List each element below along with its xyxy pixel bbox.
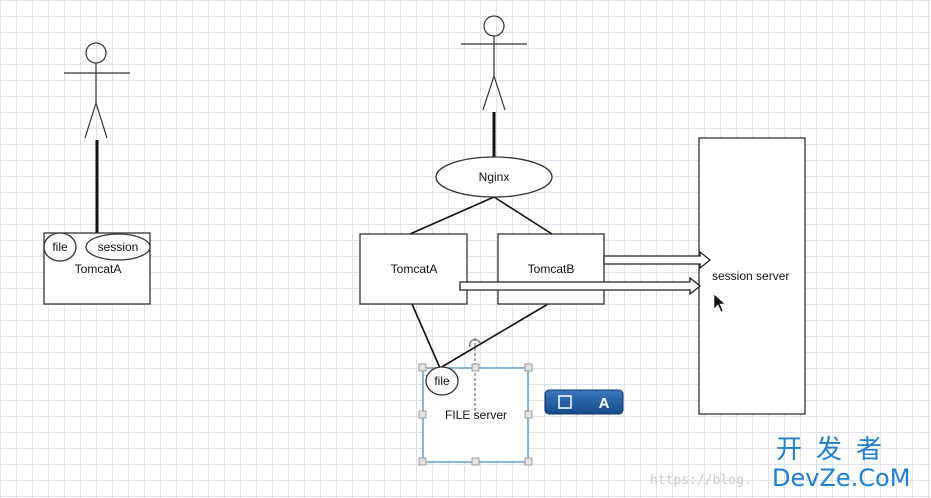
left-tomcat-box[interactable]: file session TomcatA	[43, 232, 151, 305]
resize-handle-bottom-right[interactable]	[524, 457, 533, 466]
watermark-brand-en: DevZe.CoM	[772, 464, 910, 492]
shape-tool-square-icon[interactable]	[558, 395, 572, 409]
file-server-file-ellipse[interactable]	[425, 366, 459, 396]
resize-handle-top[interactable]	[471, 363, 480, 372]
shape-toolbar: A	[544, 389, 624, 415]
resize-handle-left[interactable]	[418, 410, 427, 419]
mouse-cursor-icon	[713, 293, 726, 313]
rotate-handle-icon[interactable]	[468, 338, 481, 348]
resize-handle-bottom-left[interactable]	[418, 457, 427, 466]
file-ellipse[interactable]	[43, 232, 77, 262]
resize-handle-top-right[interactable]	[524, 363, 533, 372]
nginx-label: Nginx	[479, 170, 510, 184]
right-user-actor[interactable]	[461, 15, 527, 111]
resize-handle-right[interactable]	[524, 410, 533, 419]
tomcat-a-box[interactable]: TomcatA	[359, 233, 468, 305]
actor-head	[483, 15, 505, 37]
actor-legs	[84, 100, 108, 139]
tomcat-a-label: TomcatA	[391, 262, 438, 276]
left-user-actor[interactable]	[64, 42, 130, 139]
tomcat-a-to-file-line[interactable]	[411, 303, 441, 369]
actor-head	[85, 42, 107, 64]
resize-handle-top-left[interactable]	[418, 363, 427, 372]
tomcat-b-label: TomcatB	[528, 262, 575, 276]
session-server-box[interactable]: session server	[698, 137, 806, 415]
tomcat-b-to-file-line[interactable]	[439, 303, 549, 369]
session-server-label: session server	[712, 269, 789, 283]
session-ellipse[interactable]	[85, 233, 151, 261]
watermark: https://blog. 开发者 DevZe.CoM	[650, 435, 910, 492]
file-server-label: FILE server	[445, 408, 507, 422]
session-label: session	[98, 240, 139, 254]
file-server-box[interactable]: FILE server file	[418, 338, 533, 466]
nginx-node[interactable]: Nginx	[435, 156, 553, 198]
watermark-url: https://blog.	[650, 473, 752, 488]
actor-legs	[482, 74, 506, 111]
text-tool-button[interactable]: A	[599, 395, 610, 412]
nginx-to-tomcat-b-line[interactable]	[493, 196, 553, 235]
nginx-to-tomcat-a-line[interactable]	[409, 196, 495, 235]
tomcat-a-to-session-arrow[interactable]	[459, 276, 702, 296]
file-server-file-label: file	[434, 374, 450, 388]
watermark-brand-cn: 开发者	[776, 435, 896, 465]
tomcat-b-box[interactable]: TomcatB	[497, 233, 605, 305]
resize-handle-bottom[interactable]	[471, 457, 480, 466]
left-tomcat-label: TomcatA	[75, 262, 122, 276]
tomcat-b-to-session-arrow[interactable]	[603, 250, 712, 270]
file-label: file	[52, 240, 68, 254]
